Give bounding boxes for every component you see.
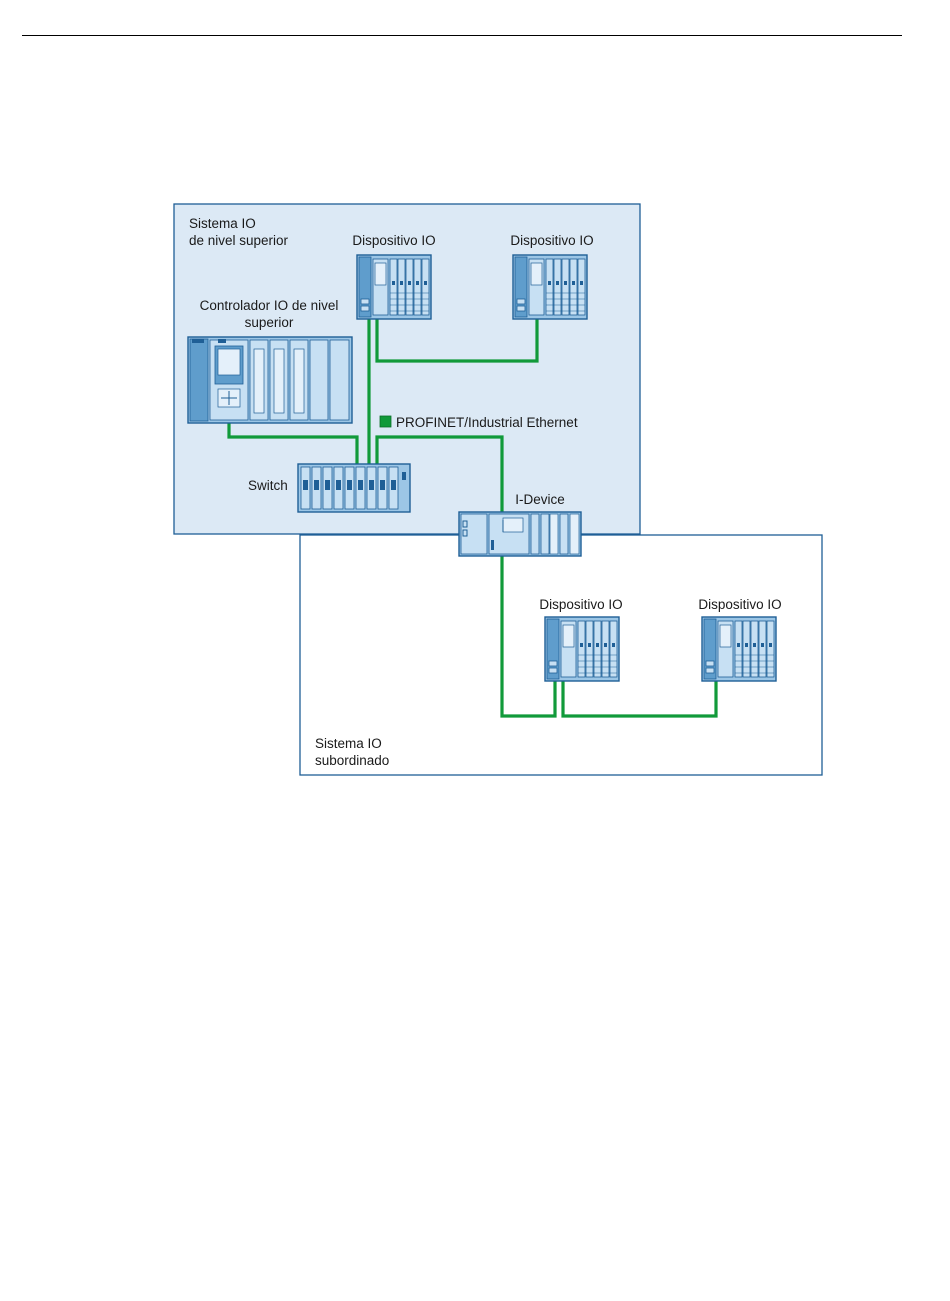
switch[interactable] [298,464,410,512]
controller-label-line1: Controlador IO de nivel [200,298,339,313]
io-device-upper-right[interactable] [513,255,587,319]
network-legend-label: PROFINET/Industrial Ethernet [396,415,578,430]
io-device-label-upper-left: Dispositivo IO [352,233,435,248]
io-device-upper-left[interactable] [357,255,431,319]
io-device-label-lower-right: Dispositivo IO [698,597,781,612]
controller-label-line2: superior [245,315,294,330]
io-device-label-lower-left: Dispositivo IO [539,597,622,612]
io-device-lower-left[interactable] [545,617,619,681]
io-device-label-upper-right: Dispositivo IO [510,233,593,248]
upper-io-controller[interactable] [188,337,352,423]
network-legend-swatch [380,416,391,427]
switch-label: Switch [248,478,288,493]
upper-system-label-line1: Sistema IO [189,216,256,231]
sub-system-label-line1: Sistema IO [315,736,382,751]
i-device-label: I-Device [515,492,565,507]
upper-system-label-line2: de nivel superior [189,233,289,248]
i-device[interactable] [459,512,581,556]
sub-system-label-line2: subordinado [315,753,389,768]
io-device-lower-right[interactable] [702,617,776,681]
